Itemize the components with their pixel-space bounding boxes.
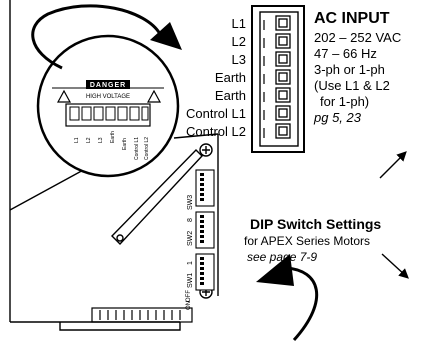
ac-input-title: AC INPUT <box>314 10 390 27</box>
callout-circle <box>36 34 180 178</box>
ac-input-frequency: 47 – 66 Hz <box>314 46 377 61</box>
terminal-block <box>251 5 305 153</box>
pin-l3: L3 <box>98 137 104 143</box>
switch-label-sw2: SW2 <box>187 231 194 246</box>
dip-title: DIP Switch Settings <box>250 216 382 232</box>
dip-switch-blocks <box>195 169 215 291</box>
curved-arrow-top <box>31 4 182 70</box>
switch-mark-off: OFF <box>186 290 192 302</box>
dip-page-ref: see page 7-9 <box>247 250 318 264</box>
diagonal-strap <box>111 149 203 246</box>
terminal-label-control-l1: Control L1 <box>186 106 246 121</box>
terminal-label-l1: L1 <box>231 16 246 31</box>
switch-label-sw3: SW3 <box>187 195 194 210</box>
switch-mark-eight: 8 <box>187 218 194 222</box>
ac-input-note-1: (Use L1 & L2 <box>314 78 390 93</box>
bottom-vents <box>91 307 193 323</box>
terminal-label-l2: L2 <box>231 34 246 49</box>
switch-mark-on: ON <box>186 301 192 310</box>
high-voltage-label: HIGH VOLTAGE <box>86 94 130 100</box>
terminal-label-control-l2: Control L2 <box>186 124 246 139</box>
pin-l2: L2 <box>86 137 92 143</box>
ac-input-page-ref: pg 5, 23 <box>314 110 361 125</box>
ac-input-voltage: 202 – 252 VAC <box>314 30 402 45</box>
side-panel <box>173 133 219 299</box>
pin-earth-2: Earth <box>122 138 128 150</box>
ac-input-note-2: for 1-ph) <box>320 94 370 109</box>
terminal-label-earth-2: Earth <box>214 88 246 103</box>
pin-earth-1: Earth <box>110 131 116 143</box>
pin-control-l1: Control L1 <box>134 137 140 160</box>
danger-label: DANGER <box>90 82 126 89</box>
terminal-label-earth-1: Earth <box>214 70 246 85</box>
warning-icon <box>56 89 162 103</box>
switch-label-sw1: SW1 <box>187 273 194 288</box>
dip-switch-levers <box>200 173 204 285</box>
terminal-label-l3: L3 <box>231 52 246 67</box>
curved-arrow-bottom <box>256 254 319 342</box>
pointer-arrows <box>379 151 409 279</box>
pin-control-l2: Control L2 <box>144 137 150 160</box>
switch-mark-one: 1 <box>187 261 194 265</box>
pin-l1: L1 <box>74 137 80 143</box>
callout-pin-labels: L1 L2 L3 Earth Earth Control L1 Control … <box>74 131 150 160</box>
dip-subtitle: for APEX Series Motors <box>244 234 371 248</box>
ac-input-phase: 3-ph or 1-ph <box>314 62 385 77</box>
